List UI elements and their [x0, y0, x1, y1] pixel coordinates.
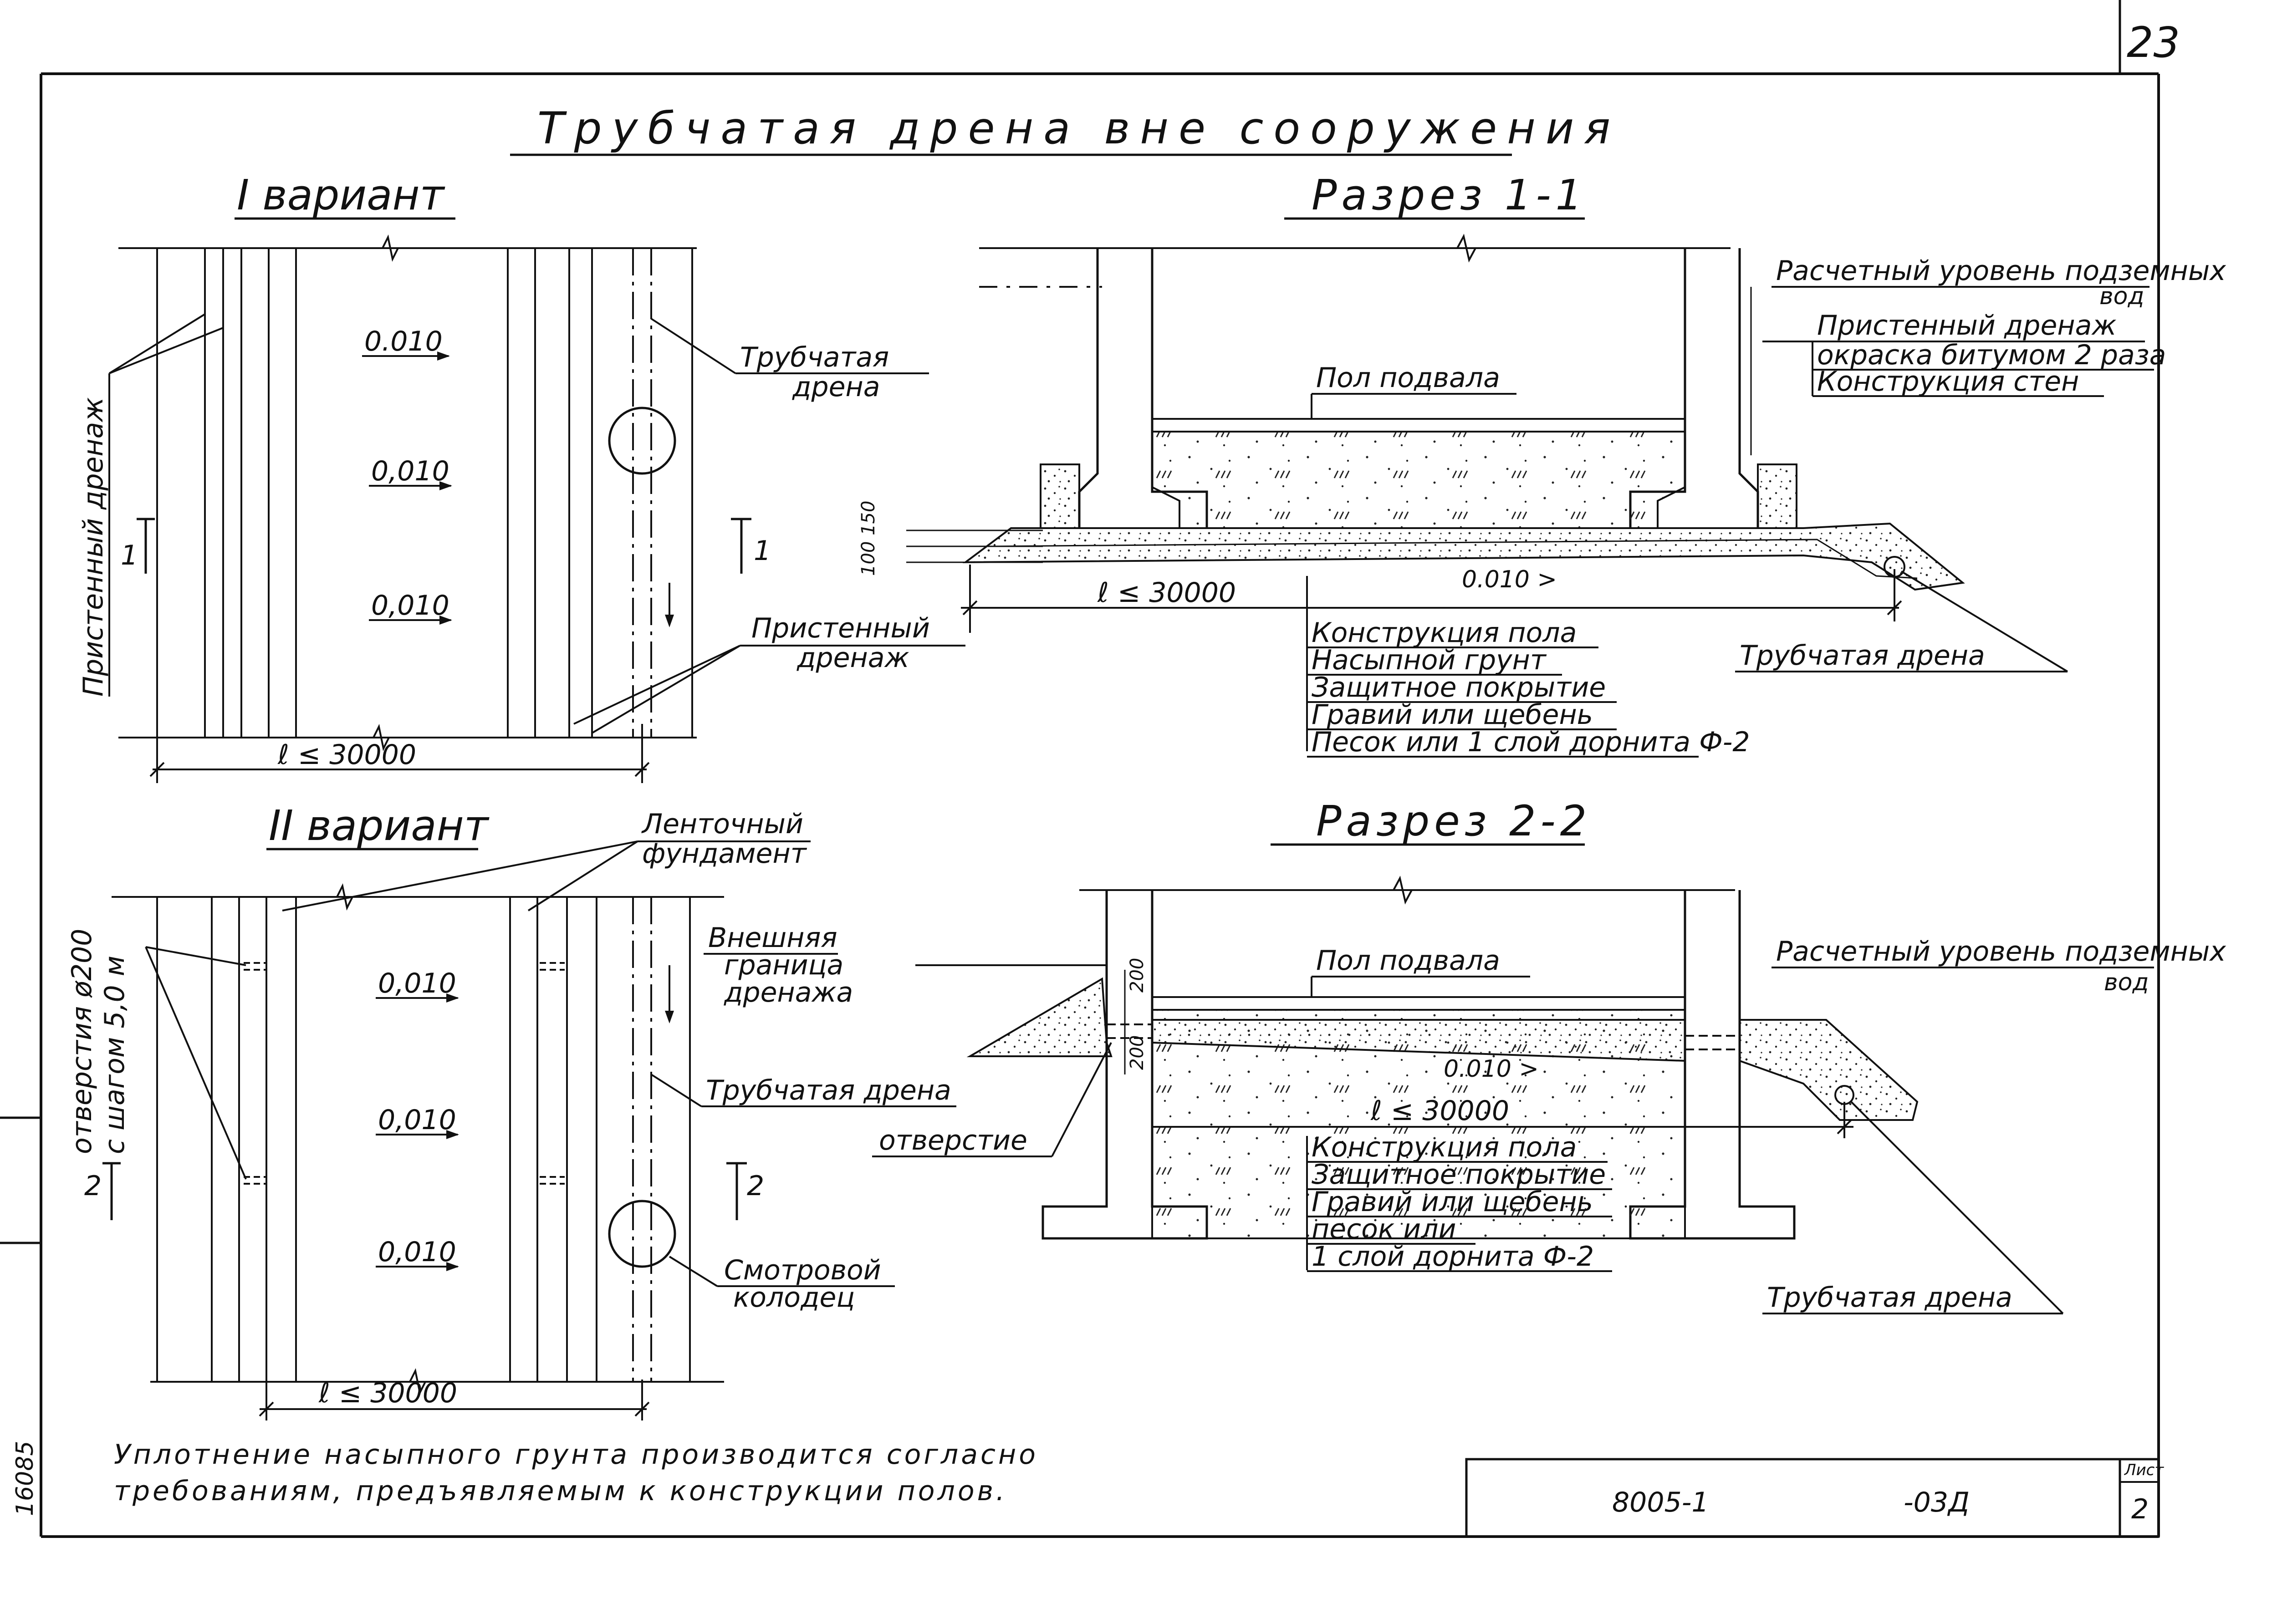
- variant1-wall-drain-label-1: Пристенный: [751, 612, 930, 644]
- section-mark-1-right: 1: [754, 535, 771, 567]
- section1-callout-3: Конструкция стен: [1817, 366, 2079, 397]
- section2-dim-upper: 200: [1127, 958, 1148, 993]
- section-mark-2-right: 2: [747, 1170, 764, 1202]
- archive-number: 16085: [11, 1441, 39, 1516]
- variant2-slope-1: 0,010: [378, 967, 456, 999]
- section1-pipe-label: Трубчатая дрена: [1740, 640, 1985, 672]
- variant2-pipe-label: Трубчатая дрена: [706, 1074, 951, 1106]
- variant1-slope-2: 0,010: [371, 455, 449, 487]
- note-line-2: требованиям, предъявляемым к конструкции…: [114, 1475, 1007, 1507]
- section1-callout-2: окраска битумом 2 раза: [1817, 339, 2166, 371]
- section1-floor-label: Пол подвала: [1316, 362, 1500, 394]
- section-1-1: Разрез 1-1 100 150 ℓ ≤ 30000 0.010 > Рас…: [858, 171, 2226, 758]
- section2-layer-5: 1 слой дорнита Ф-2: [1312, 1241, 1594, 1273]
- section2-groundwater-2: вод: [2104, 969, 2149, 996]
- variant2-dimension: ℓ ≤ 30000: [318, 1377, 457, 1409]
- variant1-heading: I вариант: [237, 171, 445, 219]
- section1-layer-3: Защитное покрытие: [1312, 672, 1606, 703]
- outer-boundary-label-3: дренажа: [724, 977, 853, 1008]
- section1-dimension: ℓ ≤ 30000: [1097, 577, 1236, 609]
- section1-layer-1: Конструкция пола: [1312, 617, 1577, 649]
- variant1-pipe-label-1: Трубчатая: [740, 341, 889, 373]
- section2-hole-label: отверстие: [879, 1125, 1027, 1156]
- section2-pipe-label: Трубчатая дрена: [1767, 1282, 2012, 1313]
- section1-layer-5: Песок или 1 слой дорнита Ф-2: [1312, 726, 1750, 758]
- variant1-wall-drain-vertical-label: Пристенный дренаж: [77, 397, 109, 697]
- variant2-slope-3: 0,010: [378, 1236, 456, 1268]
- title-block: 8005-1 -03Д Лист 2: [1465, 1458, 2164, 1538]
- stamp-suffix: -03Д: [1904, 1487, 1970, 1518]
- holes-label-2: с шагом 5,0 м: [99, 956, 131, 1154]
- strip-foundation-label-2: фундамент: [642, 838, 807, 870]
- variant2-plan: II вариант: [66, 801, 956, 1420]
- section1-layer-2: Насыпной грунт: [1312, 644, 1547, 676]
- variant1-dimension: ℓ ≤ 30000: [277, 739, 416, 771]
- section1-heading: Разрез 1-1: [1312, 171, 1587, 219]
- section1-layer-4: Гравий или щебень: [1312, 699, 1593, 731]
- variant1-wall-drain-label-2: дренаж: [796, 642, 909, 674]
- variant1-plan: I вариант 0.010 0,010 0,010: [77, 171, 965, 783]
- stamp-sheet-label: Лист: [2124, 1461, 2164, 1479]
- variant1-pipe-label-2: дрена: [792, 371, 880, 403]
- section2-floor-label: Пол подвала: [1316, 945, 1500, 977]
- section2-groundwater-1: Расчетный уровень подземных: [1776, 936, 2226, 967]
- variant2-heading: II вариант: [269, 801, 490, 850]
- note-line-1: Уплотнение насыпного грунта производится…: [114, 1439, 1038, 1471]
- stamp-code: 8005-1: [1612, 1487, 1709, 1518]
- section1-groundwater-1: Расчетный уровень подземных: [1776, 255, 2226, 287]
- holes-label-1: отверстия ø200: [66, 929, 98, 1154]
- sheet-number: 23: [2127, 18, 2180, 67]
- variant1-slope-3: 0,010: [371, 590, 449, 621]
- section2-heading: Разрез 2-2: [1316, 797, 1591, 845]
- strip-foundation-label-1: Ленточный: [641, 808, 803, 840]
- section2-dimension: ℓ ≤ 30000: [1370, 1095, 1509, 1127]
- section2-slope: 0.010 >: [1444, 1055, 1539, 1083]
- section1-thickness-dim: 100 150: [858, 501, 879, 576]
- section1-slope: 0.010 >: [1462, 566, 1557, 593]
- variant2-slope-2: 0,010: [378, 1104, 456, 1136]
- manhole-label-1: Смотровой: [724, 1254, 881, 1286]
- stamp-sheet: 2: [2131, 1493, 2149, 1525]
- page-title: Трубчатая дрена вне сооружения: [537, 103, 1620, 154]
- section-mark-2-left: 2: [84, 1170, 102, 1202]
- section2-layer-2: Защитное покрытие: [1312, 1159, 1606, 1191]
- section2-layer-1: Конструкция пола: [1312, 1131, 1577, 1163]
- outer-boundary-label-1: Внешняя: [708, 922, 837, 954]
- section2-dim-lower: 200: [1127, 1035, 1148, 1070]
- section1-callout-1: Пристенный дренаж: [1817, 310, 2116, 341]
- section2-layer-4: песок или: [1312, 1213, 1456, 1245]
- section2-layer-3: Гравий или щебень: [1312, 1186, 1593, 1218]
- section-mark-1-left: 1: [121, 540, 138, 571]
- variant1-slope-1: 0.010: [364, 326, 443, 357]
- section-2-2: Разрез 2-2 200 200 0.010 > ℓ ≤ 30000 Рас…: [872, 797, 2226, 1314]
